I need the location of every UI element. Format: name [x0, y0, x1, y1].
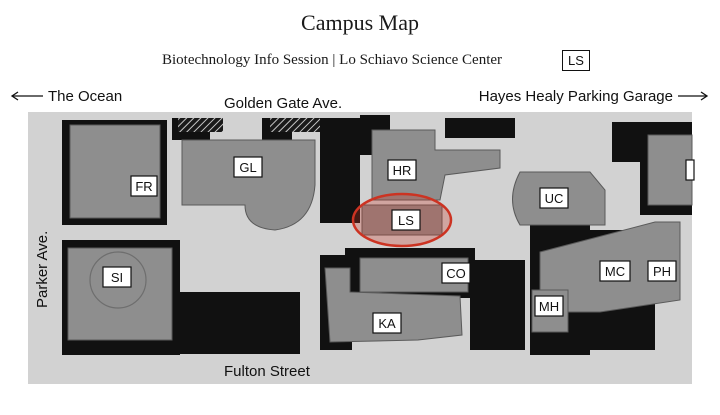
building-code: SI: [111, 270, 123, 285]
building-code: GL: [239, 160, 256, 175]
building-label-ls[interactable]: LS: [391, 209, 421, 231]
street-fulton: Fulton Street: [224, 363, 311, 380]
building-label-ka[interactable]: KA: [372, 312, 402, 334]
building-label-fr[interactable]: FR: [130, 175, 158, 197]
building-code: FR: [135, 179, 152, 194]
building-co-shape: [359, 257, 469, 293]
building-code: CO: [446, 266, 466, 281]
building-code: MH: [539, 299, 559, 314]
building-label-east-partial: [685, 159, 695, 181]
hatched-area: [270, 118, 320, 132]
building-hr-shape: [371, 129, 501, 201]
street-golden-gate: Golden Gate Ave.: [224, 95, 342, 112]
building-label-mc[interactable]: MC: [599, 260, 631, 282]
building-ka-shape: [324, 267, 463, 343]
building-code: LS: [398, 213, 414, 228]
building-label-uc[interactable]: UC: [539, 187, 569, 209]
building-label-si[interactable]: SI: [102, 266, 132, 288]
street-parker: Parker Ave.: [34, 231, 51, 308]
building-label-mh[interactable]: MH: [534, 295, 564, 317]
building-code: HR: [393, 163, 412, 178]
building-gl-shape: [181, 139, 316, 231]
building-code: KA: [378, 316, 396, 331]
building-label-gl[interactable]: GL: [233, 156, 263, 178]
building-label-hr[interactable]: HR: [387, 159, 417, 181]
direction-parking-garage: Hayes Healy Parking Garage: [479, 88, 673, 105]
left-arrow-icon: [10, 91, 43, 101]
legend-building-code: LS: [562, 50, 590, 71]
hatched-area: [178, 118, 223, 132]
event-subtitle: Biotechnology Info Session | Lo Schiavo …: [162, 52, 503, 68]
si-plaza-circle: [89, 251, 147, 309]
building-code: MC: [605, 264, 625, 279]
building-code: UC: [545, 191, 564, 206]
building-east-edge-shape: [647, 134, 693, 206]
building-code: PH: [653, 264, 671, 279]
direction-the-ocean: The Ocean: [48, 88, 122, 105]
building-label-co[interactable]: CO: [441, 262, 471, 284]
right-arrow-icon: [678, 91, 709, 101]
building-si-shape: [67, 247, 173, 341]
building-fr-shape: [69, 124, 161, 219]
page-title: Campus Map: [301, 10, 419, 35]
building-label-ph[interactable]: PH: [647, 260, 677, 282]
